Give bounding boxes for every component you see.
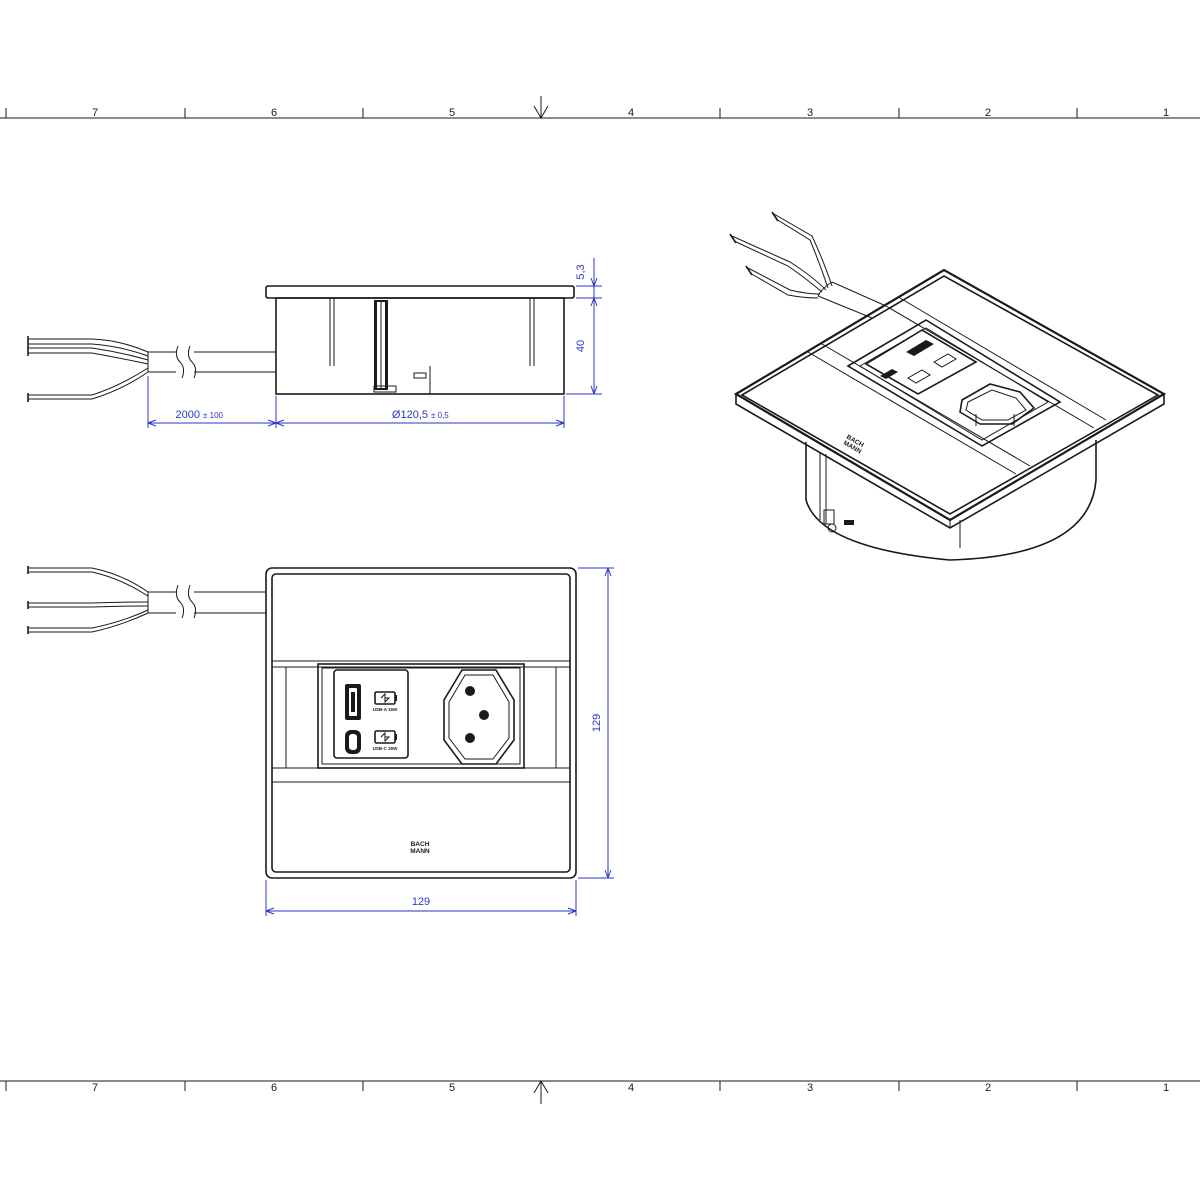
zone-label: 7 — [92, 1082, 98, 1094]
zone-label: 3 — [807, 107, 813, 119]
dim-lid-height: 5,3 — [575, 258, 602, 307]
outlet-pin-hole — [465, 686, 475, 696]
outlet-pin-hole — [465, 733, 475, 743]
dim-cable-length: 2000 ± 100 — [147, 376, 277, 428]
cover-plate — [265, 567, 577, 879]
zone-label: 1 — [1163, 107, 1169, 119]
zone-label: 7 — [92, 107, 98, 119]
height-value: 129 — [591, 714, 603, 732]
iso-view: BACH MANN — [729, 211, 1167, 561]
iso-outlet — [959, 383, 1036, 426]
box-lid-side — [265, 285, 575, 299]
width-value: 129 — [412, 896, 430, 908]
power-outlet — [443, 669, 515, 765]
side-view: 2000 ± 100 Ø120,5 ± 0,5 5,3 40 — [27, 258, 602, 428]
bottom-zone-ruler: 7 6 5 4 3 2 1 — [0, 1080, 1200, 1104]
zone-label: 4 — [628, 107, 634, 119]
charging-battery-icon — [374, 691, 397, 705]
lid-height-value: 5,3 — [575, 264, 587, 279]
svg-text:BACH: BACH — [411, 841, 430, 848]
cable-sheath — [147, 345, 276, 379]
diameter-tolerance: ± 0,5 — [431, 411, 449, 420]
usb-a-label: USB-A 15W — [373, 707, 398, 712]
zone-label: 5 — [449, 1082, 455, 1094]
charging-battery-icon — [374, 730, 397, 744]
socket-insert — [317, 663, 525, 769]
iso-plate: BACH MANN — [733, 268, 1167, 529]
zone-label: 5 — [449, 107, 455, 119]
dim-diameter: Ø120,5 ± 0,5 — [275, 396, 565, 428]
dim-height: 129 — [578, 567, 614, 879]
zone-label: 1 — [1163, 1082, 1169, 1094]
cable-wires-top — [27, 566, 149, 634]
top-zone-ruler: 7 6 5 4 3 2 1 — [0, 96, 1200, 119]
diameter-value: Ø120,5 — [392, 409, 428, 421]
cable-wires — [27, 336, 149, 402]
outlet-pin-hole — [479, 710, 489, 720]
iso-brand-logo: BACH MANN — [842, 434, 865, 456]
zone-label: 4 — [628, 1082, 634, 1094]
iso-cable — [729, 211, 887, 319]
zone-label: 6 — [271, 1082, 277, 1094]
top-view: USB-A 15W USB-C 30W BACH MANN 129 — [27, 566, 614, 916]
zone-label: 6 — [271, 107, 277, 119]
dim-body-height: 40 — [566, 298, 602, 395]
zone-label: 3 — [807, 1082, 813, 1094]
box-body-side — [275, 297, 565, 395]
usb-c-label: USB-C 30W — [373, 746, 399, 751]
zone-label: 2 — [985, 107, 991, 119]
brand-logo: BACH MANN — [410, 841, 430, 855]
cable-sheath-top — [147, 584, 266, 619]
cable-length-tolerance: ± 100 — [203, 411, 224, 420]
center-arrow-down-icon — [533, 96, 549, 119]
body-height-value: 40 — [575, 340, 587, 352]
cable-length-value: 2000 — [176, 409, 200, 421]
iso-body — [805, 440, 1097, 561]
center-arrow-up-icon — [533, 1080, 549, 1104]
zone-label: 2 — [985, 1082, 991, 1094]
usb-module — [333, 669, 409, 759]
svg-text:MANN: MANN — [410, 848, 430, 855]
dim-width: 129 — [265, 880, 577, 916]
